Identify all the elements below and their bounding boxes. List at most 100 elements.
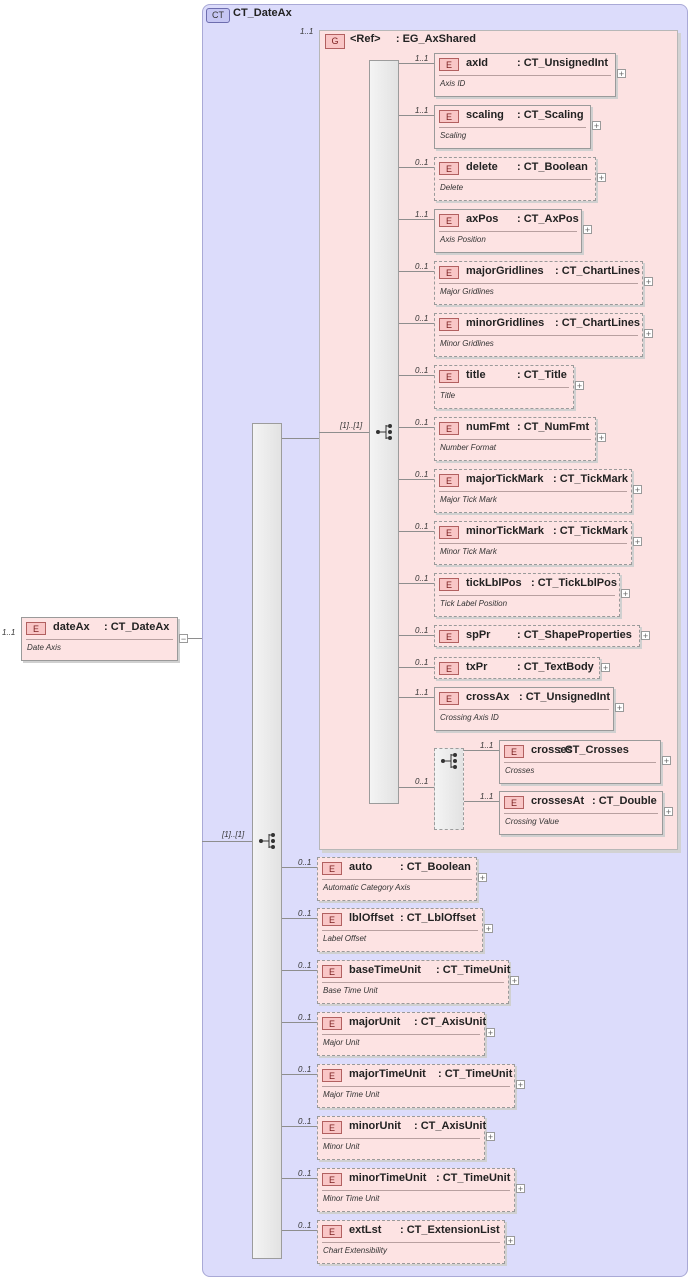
element-doc: Crossing Axis ID (440, 713, 499, 722)
expand-icon[interactable]: + (641, 631, 650, 641)
element-doc: Major Tick Mark (440, 495, 497, 504)
complex-type-title: CT_DateAx (233, 7, 292, 19)
expand-icon[interactable]: + (486, 1132, 495, 1142)
expand-icon[interactable]: + (601, 663, 610, 673)
connector-line (399, 427, 434, 428)
element-name: dateAx (53, 621, 90, 633)
element-type: : CT_Scaling (517, 109, 584, 121)
expand-icon[interactable]: + (615, 703, 624, 713)
element-doc: Date Axis (27, 643, 61, 652)
expand-icon[interactable]: + (597, 173, 606, 183)
expand-icon[interactable]: + (478, 873, 487, 883)
element-cardinality: 0..1 (415, 262, 429, 271)
element-type: : CT_Title (517, 369, 567, 381)
expand-icon[interactable]: + (621, 589, 630, 599)
element-badge: E (439, 370, 459, 383)
element-type: : CT_TextBody (517, 661, 594, 673)
element-cardinality: 0..1 (415, 158, 429, 167)
expand-icon[interactable]: + (597, 433, 606, 443)
element-name: spPr (466, 629, 491, 641)
expand-icon[interactable]: + (583, 225, 592, 235)
element-name: axId (466, 57, 489, 69)
element-type: : CT_TimeUnit (436, 1172, 511, 1184)
element-doc: Title (440, 391, 456, 400)
element-doc: Automatic Category Axis (323, 883, 411, 892)
element-cardinality: 0..1 (298, 1013, 312, 1022)
element-name: minorTimeUnit (349, 1172, 427, 1184)
expand-icon[interactable]: + (484, 924, 493, 934)
root-cardinality: 1..1 (2, 628, 16, 637)
expand-icon[interactable]: + (486, 1028, 495, 1038)
element-badge: E (439, 162, 459, 175)
element-name: extLst (349, 1224, 382, 1236)
element-badge: E (439, 692, 459, 705)
element-separator (439, 491, 627, 492)
element-cardinality: 1..1 (415, 54, 429, 63)
element-badge: E (439, 422, 459, 435)
expand-icon[interactable]: + (592, 121, 601, 131)
element-cardinality: 0..1 (298, 858, 312, 867)
expand-icon[interactable]: + (516, 1080, 525, 1090)
connector-line (399, 375, 434, 376)
element-type: : CT_AxisUnit (414, 1120, 487, 1132)
expand-icon[interactable]: + (575, 381, 584, 391)
element-name: crosses (531, 744, 573, 756)
connector-line (202, 841, 252, 842)
connector-line (282, 970, 317, 971)
element-doc: Crosses (505, 766, 535, 775)
element-type: : CT_ChartLines (555, 317, 640, 329)
expand-icon[interactable]: + (516, 1184, 525, 1194)
expand-icon[interactable]: + (506, 1236, 515, 1246)
element-name: delete (466, 161, 498, 173)
element-badge: E (322, 965, 342, 978)
expand-icon[interactable]: + (633, 537, 642, 547)
collapse-icon[interactable]: − (179, 634, 188, 644)
element-doc: Label Offset (323, 934, 367, 943)
expand-icon[interactable]: + (617, 69, 626, 79)
expand-icon[interactable]: + (664, 807, 673, 817)
group-ref[interactable]: <Ref> : EG_AxShared (350, 33, 476, 45)
expand-icon[interactable]: + (633, 485, 642, 495)
element-badge: E (504, 796, 524, 809)
element-cardinality: 1..1 (415, 210, 429, 219)
element-separator (439, 283, 638, 284)
element-separator (322, 1242, 500, 1243)
expand-icon[interactable]: + (644, 329, 653, 339)
element-cardinality: 0..1 (298, 1117, 312, 1126)
connector-line (188, 638, 202, 639)
expand-icon[interactable]: + (644, 277, 653, 287)
element-separator (504, 762, 656, 763)
connector-line (282, 1074, 317, 1075)
expand-icon[interactable]: + (510, 976, 519, 986)
element-separator (504, 813, 658, 814)
expand-icon[interactable]: + (662, 756, 671, 766)
element-badge: E (322, 1017, 342, 1030)
root-element-box[interactable]: E dateAx : CT_DateAx Date Axis (21, 617, 178, 661)
sequence-icon (441, 753, 457, 769)
element-cardinality: 0..1 (298, 1065, 312, 1074)
